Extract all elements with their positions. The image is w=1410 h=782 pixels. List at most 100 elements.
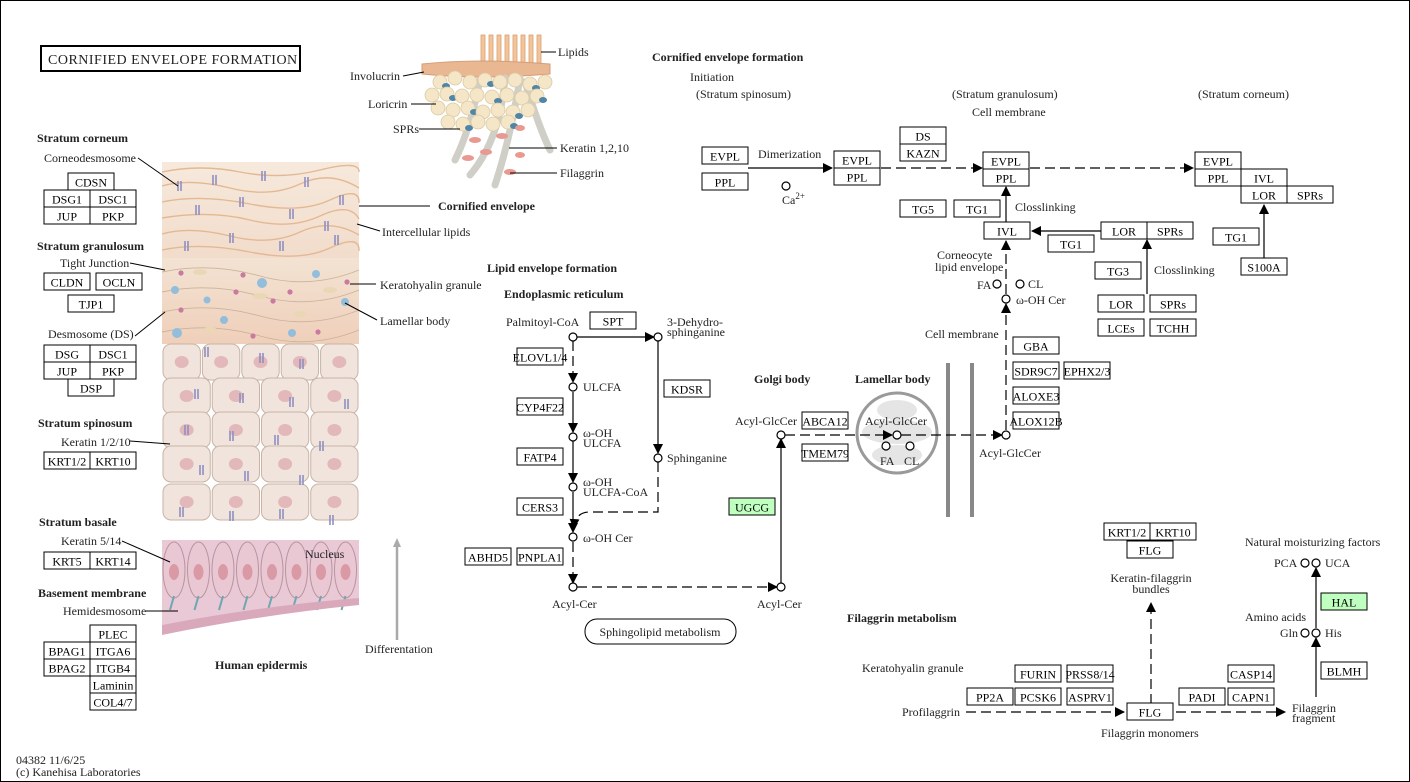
compound-oh-ulcfa[interactable] (568, 432, 578, 442)
gene-box-abhd5[interactable]: ABHD5 (464, 547, 512, 566)
gene-box-flg[interactable]: FLG (1126, 540, 1174, 559)
gene-box-ivl[interactable]: IVL (1240, 168, 1288, 187)
compound-cl-2[interactable] (1015, 279, 1025, 289)
gene-box-dsc1[interactable]: DSC1 (89, 189, 137, 208)
compound-acyl-glccer-1[interactable] (776, 430, 786, 440)
compound-uca[interactable] (1311, 558, 1321, 568)
gene-box-jup[interactable]: JUP (43, 206, 91, 225)
gene-box-ppl[interactable]: PPL (701, 172, 749, 191)
gene-box-tg1[interactable]: TG1 (953, 199, 1001, 218)
compound-oh-cer-2[interactable] (1001, 294, 1011, 304)
gene-box-evpl[interactable]: EVPL (982, 151, 1030, 170)
gene-box-dsg1[interactable]: DSG1 (43, 189, 91, 208)
gene-box-evpl[interactable]: EVPL (1194, 151, 1242, 170)
compound-fa-1[interactable] (881, 441, 891, 451)
compound-acyl-cer-2[interactable] (776, 582, 786, 592)
gene-box-elovl1-4[interactable]: ELOVL1/4 (513, 347, 568, 366)
gene-box-krt1-2[interactable]: KRT1/2 (43, 451, 91, 470)
compound-ulcfa[interactable] (568, 382, 578, 392)
gene-box-tg1[interactable]: TG1 (1212, 227, 1260, 246)
gene-box-krt10[interactable]: KRT10 (89, 451, 137, 470)
gene-box-pnpla1[interactable]: PNPLA1 (516, 547, 564, 566)
gene-box-pp2a[interactable]: PP2A (966, 687, 1014, 706)
gene-box-laminin[interactable]: Laminin (89, 675, 137, 694)
gene-box-dsg[interactable]: DSG (43, 344, 91, 363)
gene-box-lor[interactable]: LOR (1097, 294, 1145, 313)
gene-box-bpag1[interactable]: BPAG1 (43, 641, 91, 660)
gene-box-itgb4[interactable]: ITGB4 (89, 658, 137, 677)
gene-box-krt10[interactable]: KRT10 (1149, 522, 1197, 541)
gene-box-pkp[interactable]: PKP (89, 361, 137, 380)
compound-3-dehydrosphinganine[interactable] (653, 332, 663, 342)
sphingolipid-metabolism-link[interactable]: Sphingolipid metabolism (584, 618, 737, 645)
gene-box-dsc1[interactable]: DSC1 (89, 344, 137, 363)
gene-box-bpag2[interactable]: BPAG2 (43, 658, 91, 677)
gene-box-tjp1[interactable]: TJP1 (67, 294, 115, 313)
compound-fa-2[interactable] (992, 279, 1002, 289)
compound-palmitoyl-coa[interactable] (568, 332, 578, 342)
gene-box-cdsn[interactable]: CDSN (67, 172, 115, 191)
gene-box-tchh[interactable]: TCHH (1149, 318, 1197, 337)
compound-acyl-cer-1[interactable] (568, 582, 578, 592)
gene-box-ugcg[interactable]: UGCG (728, 497, 776, 516)
gene-box-tg5[interactable]: TG5 (899, 199, 947, 218)
gene-box-padi[interactable]: PADI (1178, 687, 1226, 706)
gene-box-s100a[interactable]: S100A (1240, 257, 1288, 276)
gene-box-ppl[interactable]: PPL (1194, 168, 1242, 187)
gene-box-tg1[interactable]: TG1 (1047, 234, 1095, 253)
gene-box-lces[interactable]: LCEs (1097, 318, 1145, 337)
compound-ca[interactable] (781, 181, 791, 191)
gene-box-pcsk6[interactable]: PCSK6 (1014, 687, 1062, 706)
compound-cl-1[interactable] (905, 441, 915, 451)
gene-box-furin[interactable]: FURIN (1014, 664, 1062, 683)
gene-box-itga6[interactable]: ITGA6 (89, 641, 137, 660)
gene-box-ivl[interactable]: IVL (983, 221, 1031, 240)
gene-box-krt5[interactable]: KRT5 (43, 551, 91, 570)
compound-oh-cer[interactable] (568, 532, 578, 542)
gene-box-casp14[interactable]: CASP14 (1227, 664, 1275, 683)
gene-box-sprs[interactable]: SPRs (1286, 185, 1334, 204)
gene-box-ocln[interactable]: OCLN (95, 272, 143, 291)
gene-box-plec[interactable]: PLEC (89, 624, 137, 643)
gene-box-sdr9c7[interactable]: SDR9C7 (1012, 361, 1060, 380)
compound-sphinganine[interactable] (653, 453, 663, 463)
gene-box-krt1-2[interactable]: KRT1/2 (1103, 522, 1151, 541)
gene-box-tg3[interactable]: TG3 (1094, 261, 1142, 280)
gene-box-capn1[interactable]: CAPN1 (1227, 687, 1275, 706)
gene-box-fatp4[interactable]: FATP4 (516, 447, 564, 466)
gene-box-ephx2-3[interactable]: EPHX2/3 (1063, 361, 1111, 380)
gene-box-prss8-14[interactable]: PRSS8/14 (1065, 664, 1115, 683)
gene-box-col4-7[interactable]: COL4/7 (89, 692, 137, 711)
gene-box-spt[interactable]: SPT (589, 311, 637, 330)
gene-box-tmem79[interactable]: TMEM79 (801, 443, 849, 462)
gene-box-jup[interactable]: JUP (43, 361, 91, 380)
gene-box-kdsr[interactable]: KDSR (663, 379, 711, 398)
gene-box-cers3[interactable]: CERS3 (516, 497, 564, 516)
gene-box-lor[interactable]: LOR (1240, 185, 1288, 204)
gene-box-evpl[interactable]: EVPL (701, 146, 749, 165)
gene-box-pkp[interactable]: PKP (89, 206, 137, 225)
gene-box-evpl[interactable]: EVPL (833, 150, 881, 169)
gene-box-alox12b[interactable]: ALOX12B (1009, 411, 1063, 430)
gene-box-sprs[interactable]: SPRs (1149, 294, 1197, 313)
gene-box-sprs[interactable]: SPRs (1146, 221, 1194, 240)
gene-box-abca12[interactable]: ABCA12 (801, 411, 849, 430)
gene-box-flg[interactable]: FLG (1126, 702, 1174, 721)
gene-box-aloxe3[interactable]: ALOXE3 (1012, 386, 1060, 405)
compound-pca[interactable] (1300, 558, 1310, 568)
gene-box-ds[interactable]: DS (899, 126, 947, 145)
gene-box-cyp4f22[interactable]: CYP4F22 (516, 397, 564, 416)
compound-gln[interactable] (1300, 628, 1310, 638)
gene-box-ppl[interactable]: PPL (833, 167, 881, 186)
gene-box-hal[interactable]: HAL (1320, 592, 1368, 611)
compound-acyl-glccer-3[interactable] (1001, 430, 1011, 440)
gene-box-ppl[interactable]: PPL (982, 168, 1030, 187)
gene-box-lor[interactable]: LOR (1100, 221, 1148, 240)
gene-box-asprv1[interactable]: ASPRV1 (1066, 687, 1114, 706)
gene-box-krt14[interactable]: KRT14 (89, 551, 137, 570)
gene-box-kazn[interactable]: KAZN (899, 143, 947, 162)
gene-box-dsp[interactable]: DSP (67, 378, 115, 397)
compound-his[interactable] (1311, 628, 1321, 638)
gene-box-gba[interactable]: GBA (1012, 336, 1060, 355)
gene-box-blmh[interactable]: BLMH (1320, 661, 1368, 680)
